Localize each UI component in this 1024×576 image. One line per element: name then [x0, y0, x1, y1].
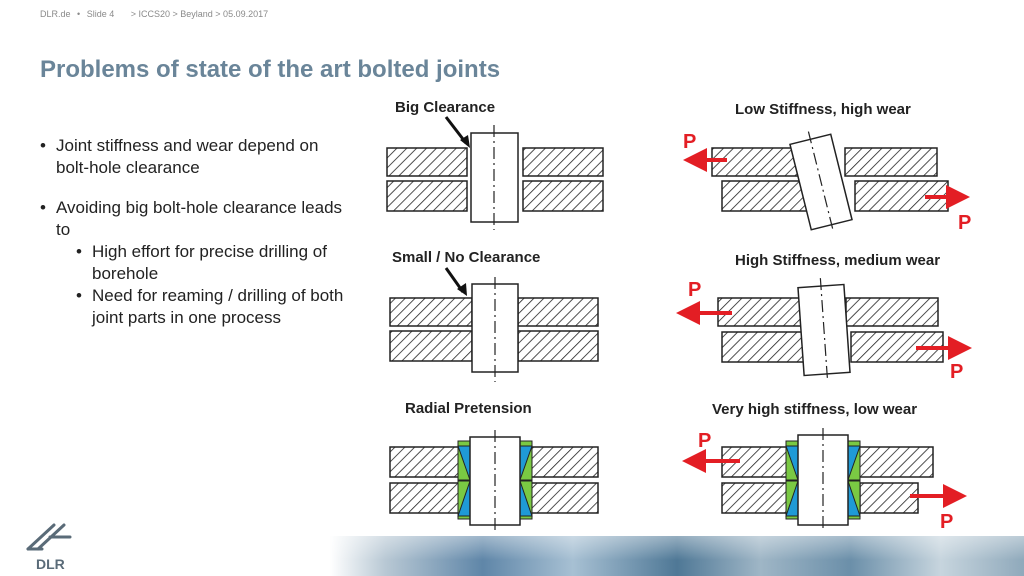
- plate-lower-left: [721, 482, 799, 514]
- bullet-text: Avoiding big bolt-hole clearance leads t…: [56, 198, 343, 239]
- diagram-low-stiffness: Low Stiffness, high wear P P: [683, 101, 971, 234]
- diagram-radial-pretension: Radial Pretension: [389, 400, 599, 532]
- plate-upper-right: [844, 147, 938, 177]
- force-label: P: [683, 131, 696, 153]
- label-high-stiffness: High Stiffness, medium wear: [735, 252, 940, 269]
- force-label: P: [958, 212, 971, 234]
- dlr-logo-icon[interactable]: DLR: [22, 515, 82, 575]
- bullet-list: Joint stiffness and wear depend on bolt-…: [40, 135, 345, 347]
- plate-upper-right: [529, 446, 599, 478]
- dlr-logo-text: DLR: [36, 556, 65, 572]
- page-title: Problems of state of the art bolted join…: [40, 56, 501, 83]
- pointer-arrowhead: [457, 283, 467, 296]
- bullet-text: Joint stiffness and wear depend on bolt-…: [56, 136, 319, 177]
- plate-upper-right: [845, 297, 939, 327]
- plate-lower-left: [389, 482, 461, 514]
- pointer-arrowhead: [460, 135, 470, 148]
- sub-bullet-text: Need for reaming / drilling of both join…: [92, 286, 344, 327]
- plate-upper-right: [522, 147, 604, 177]
- plate-lower-left: [389, 330, 473, 362]
- diagram-very-high-stiffness: Very high stiffness, low wear P P: [682, 401, 967, 533]
- plate-lower-left: [721, 331, 805, 363]
- plate-lower-right: [529, 482, 599, 514]
- force-label: P: [940, 511, 953, 533]
- label-radial-pretension: Radial Pretension: [405, 400, 532, 417]
- label-big-clearance: Big Clearance: [395, 99, 495, 116]
- plate-upper-right: [517, 297, 599, 327]
- header-slide: Slide 4: [86, 9, 115, 19]
- bullet-item: Avoiding big bolt-hole clearance leads t…: [40, 197, 345, 329]
- diagram-big-clearance: Big Clearance: [386, 99, 604, 230]
- plate-upper-left: [389, 446, 461, 478]
- force-label: P: [950, 361, 963, 383]
- earth-banner-image: [330, 536, 1024, 576]
- plate-lower-right: [859, 482, 919, 514]
- label-small-clearance: Small / No Clearance: [392, 249, 540, 266]
- sub-bullet-text: High effort for precise drilling of bore…: [92, 242, 327, 283]
- label-very-high-stiffness: Very high stiffness, low wear: [712, 401, 917, 418]
- label-low-stiffness: Low Stiffness, high wear: [735, 101, 911, 118]
- plate-lower-left: [386, 180, 468, 212]
- sub-bullet-item: High effort for precise drilling of bore…: [76, 241, 345, 285]
- slide-header: DLR.de • Slide 4 > ICCS20 > Beyland > 05…: [40, 9, 272, 19]
- header-path: > ICCS20 > Beyland > 05.09.2017: [130, 9, 269, 19]
- plate-lower-right: [517, 330, 599, 362]
- header-separator: •: [77, 9, 81, 19]
- plate-upper-right: [857, 446, 934, 478]
- plate-lower-right: [522, 180, 604, 212]
- header-site[interactable]: DLR.de: [40, 9, 71, 19]
- diagram-small-clearance: Small / No Clearance: [389, 249, 599, 382]
- plate-lower-left: [721, 180, 813, 212]
- bullet-item: Joint stiffness and wear depend on bolt-…: [40, 135, 345, 179]
- diagram-high-stiffness: High Stiffness, medium wear P P: [676, 252, 972, 383]
- sub-bullet-item: Need for reaming / drilling of both join…: [76, 285, 345, 329]
- bolt-centerline: [819, 278, 829, 382]
- force-label: P: [688, 279, 701, 301]
- plate-upper-left: [386, 147, 468, 177]
- force-label: P: [698, 430, 711, 452]
- plate-upper-left: [389, 297, 473, 327]
- bolt-centerline: [807, 131, 835, 233]
